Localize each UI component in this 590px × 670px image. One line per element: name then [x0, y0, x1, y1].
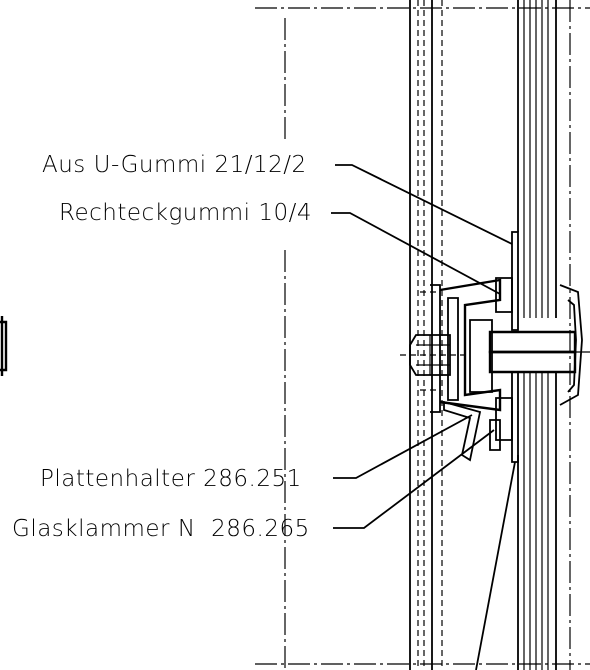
- label-plattenhalter: Plattenhalter 286.251: [40, 466, 302, 492]
- glass-panes: [517, 0, 557, 670]
- clamp-assembly: [400, 278, 590, 462]
- label-rechteckgummi: Rechteckgummi 10/4: [59, 200, 312, 226]
- center-lines: [255, 0, 590, 670]
- left-edge-fragment: [0, 316, 8, 376]
- leader-lines: [331, 164, 516, 670]
- label-glasklammer: Glasklammer N 286.265: [12, 516, 310, 542]
- label-u-gummi: Aus U-Gummi 21/12/2: [42, 152, 307, 178]
